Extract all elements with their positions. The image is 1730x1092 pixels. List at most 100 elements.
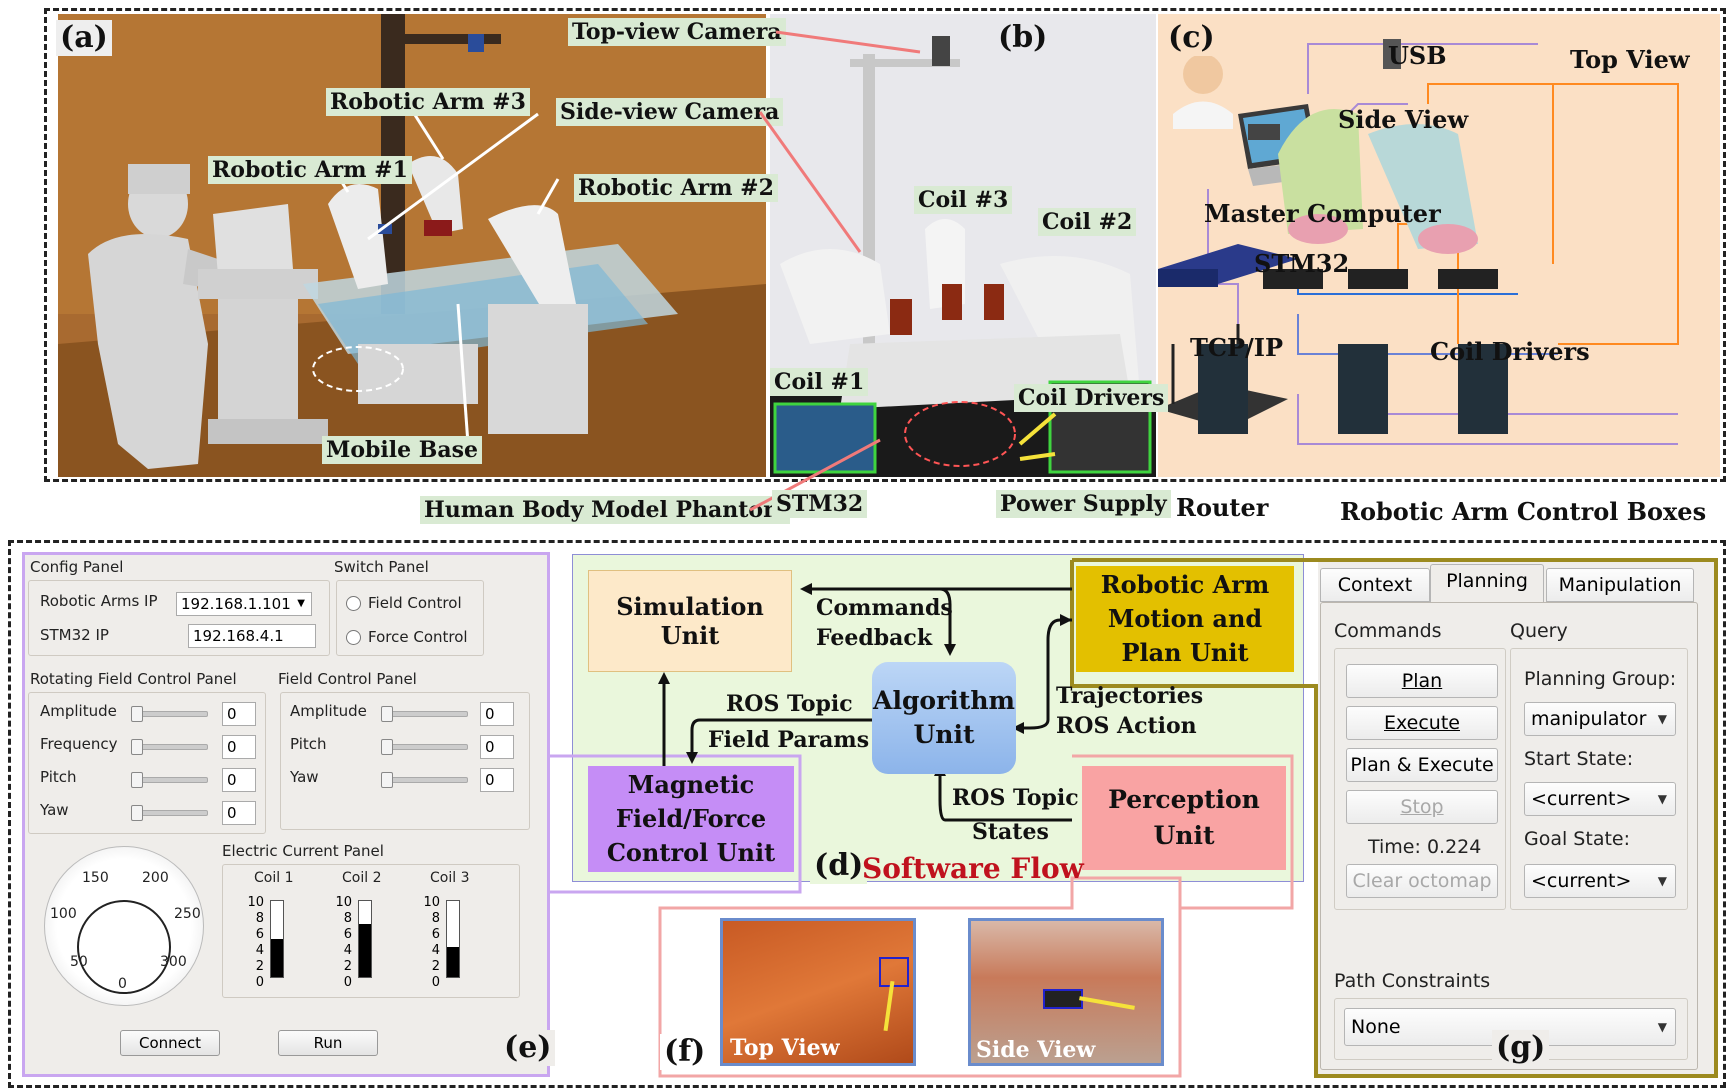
dial-face	[77, 900, 171, 994]
simulation-unit-box: Simulation Unit	[588, 570, 792, 672]
magnetic-line-2: Field/Force	[615, 804, 767, 833]
field-row-value[interactable]: 0	[480, 702, 514, 726]
field-row-slider[interactable]	[381, 739, 468, 755]
rot-row-slider[interactable]	[131, 772, 208, 788]
slider-handle[interactable]	[131, 772, 143, 788]
bar-scale-tick: 4	[343, 943, 352, 958]
rot-row-label: Yaw	[40, 801, 69, 819]
slider-handle[interactable]	[381, 706, 393, 722]
direction-arrow-side	[1079, 996, 1135, 1010]
stm32-label-c: STM32	[1254, 249, 1350, 278]
perception-line-1: Perception	[1108, 785, 1260, 814]
magnetic-line-1: Magnetic	[627, 770, 755, 799]
path-constraints-value: None	[1351, 1016, 1401, 1038]
tracking-box-side	[1043, 989, 1083, 1009]
dial-tick-label: 250	[174, 906, 201, 922]
field-row-slider[interactable]	[381, 706, 468, 722]
panel-c-diagram	[1158, 14, 1720, 477]
tab-planning[interactable]: Planning	[1430, 564, 1544, 602]
execute-button[interactable]: Execute	[1346, 706, 1498, 740]
rot-row-label: Pitch	[40, 768, 77, 786]
camera-pointer-lines	[749, 30, 921, 512]
panel-c-wiring	[1158, 39, 1679, 445]
current-dial[interactable]	[44, 846, 204, 1006]
start-state-select[interactable]: <current>▼	[1524, 782, 1676, 816]
chevron-down-icon: ▼	[297, 598, 305, 609]
slider-handle[interactable]	[131, 805, 143, 821]
bar-scale-tick: 8	[255, 911, 264, 926]
tab-context[interactable]: Context	[1320, 568, 1430, 602]
commands-group	[1334, 648, 1506, 910]
robotic-arm-3-label: Robotic Arm #3	[326, 88, 530, 116]
phantom-label: Human Body Model Phantom	[420, 496, 791, 524]
rot-row-slider[interactable]	[131, 805, 208, 821]
config-group	[28, 580, 330, 656]
field-row-slider[interactable]	[381, 772, 468, 788]
force-control-radio[interactable]	[346, 630, 361, 645]
field-control-radio[interactable]	[346, 596, 361, 611]
side-view-label-c: Side View	[1338, 105, 1469, 134]
bar-scale-tick: 6	[343, 927, 352, 942]
rot-row-value[interactable]: 0	[222, 801, 256, 825]
coil-3-label: Coil #3	[914, 186, 1013, 214]
goal-state-label: Goal State:	[1524, 828, 1631, 850]
planning-group-select[interactable]: manipulator▼	[1524, 702, 1676, 736]
trajectories-label: Trajectories	[1056, 683, 1204, 709]
panel-a-illustration	[58, 14, 766, 477]
bar-scale-tick: 0	[255, 975, 264, 990]
ros-topic-2-label: ROS Topic	[952, 785, 1079, 811]
plan-execute-button[interactable]: Plan & Execute	[1346, 748, 1498, 782]
slider-handle[interactable]	[381, 772, 393, 788]
usb-label: USB	[1388, 41, 1447, 70]
label-d: (d)	[810, 848, 868, 884]
dial-tick-label: 300	[160, 954, 187, 970]
motion-plan-unit-box: Robotic Arm Motion and Plan Unit	[1076, 566, 1294, 672]
robot-ip-select[interactable]: 192.168.1.101▼	[176, 592, 312, 616]
slider-handle[interactable]	[381, 739, 393, 755]
bar-scale-tick: 4	[431, 943, 440, 958]
stop-button[interactable]: Stop	[1346, 790, 1498, 824]
field-row-label: Amplitude	[290, 702, 367, 720]
rot-row-value[interactable]: 0	[222, 702, 256, 726]
robot-ip-label: Robotic Arms IP	[40, 592, 158, 610]
bar-scale-tick: 8	[343, 911, 352, 926]
field-panel-title: Field Control Panel	[278, 670, 417, 688]
stm-ip-input[interactable]: 192.168.4.1	[188, 624, 316, 648]
tab-content-frame	[1320, 602, 1698, 1070]
coil-1-label: Coil #1	[770, 368, 869, 396]
power-supply-label: Power Supply	[996, 490, 1171, 518]
label-c: (c)	[1164, 20, 1219, 56]
slider-handle[interactable]	[131, 706, 143, 722]
rot-row-label: Frequency	[40, 735, 118, 753]
label-e: (e)	[500, 1030, 556, 1066]
field-row-value[interactable]: 0	[480, 768, 514, 792]
rot-row-value[interactable]: 0	[222, 768, 256, 792]
goal-state-value: <current>	[1531, 870, 1632, 892]
stm-ip-label: STM32 IP	[40, 626, 109, 644]
plan-button-label: Plan	[1401, 670, 1443, 692]
label-a: (a)	[56, 20, 112, 56]
rot-row-slider[interactable]	[131, 706, 208, 722]
tab-manipulation[interactable]: Manipulation	[1546, 568, 1694, 602]
robotic-arm-1-label: Robotic Arm #1	[208, 156, 412, 184]
goal-state-select[interactable]: <current>▼	[1524, 864, 1676, 898]
slider-handle[interactable]	[131, 739, 143, 755]
ros-topic-label: ROS Topic	[726, 691, 853, 717]
bar-scale-tick: 0	[343, 975, 352, 990]
field-row-value[interactable]: 0	[480, 735, 514, 759]
run-button[interactable]: Run	[278, 1030, 378, 1056]
rot-row-value[interactable]: 0	[222, 735, 256, 759]
clear-octomap-button[interactable]: Clear octomap	[1346, 864, 1498, 898]
rot-row-slider[interactable]	[131, 739, 208, 755]
panel-a-scene	[58, 14, 766, 477]
connect-button[interactable]: Connect	[120, 1030, 220, 1056]
rot-panel-title: Rotating Field Control Panel	[30, 670, 237, 688]
plan-button[interactable]: Plan	[1346, 664, 1498, 698]
side-view-camera-label: Side-view Camera	[556, 98, 784, 126]
bar-scale-tick: 6	[255, 927, 264, 942]
mobile-base-label: Mobile Base	[322, 436, 483, 464]
bar-scale-tick: 2	[343, 959, 352, 974]
tracking-box-top	[879, 957, 909, 987]
stop-button-label: Stop	[1400, 796, 1444, 818]
dial-tick-label: 200	[142, 870, 169, 886]
